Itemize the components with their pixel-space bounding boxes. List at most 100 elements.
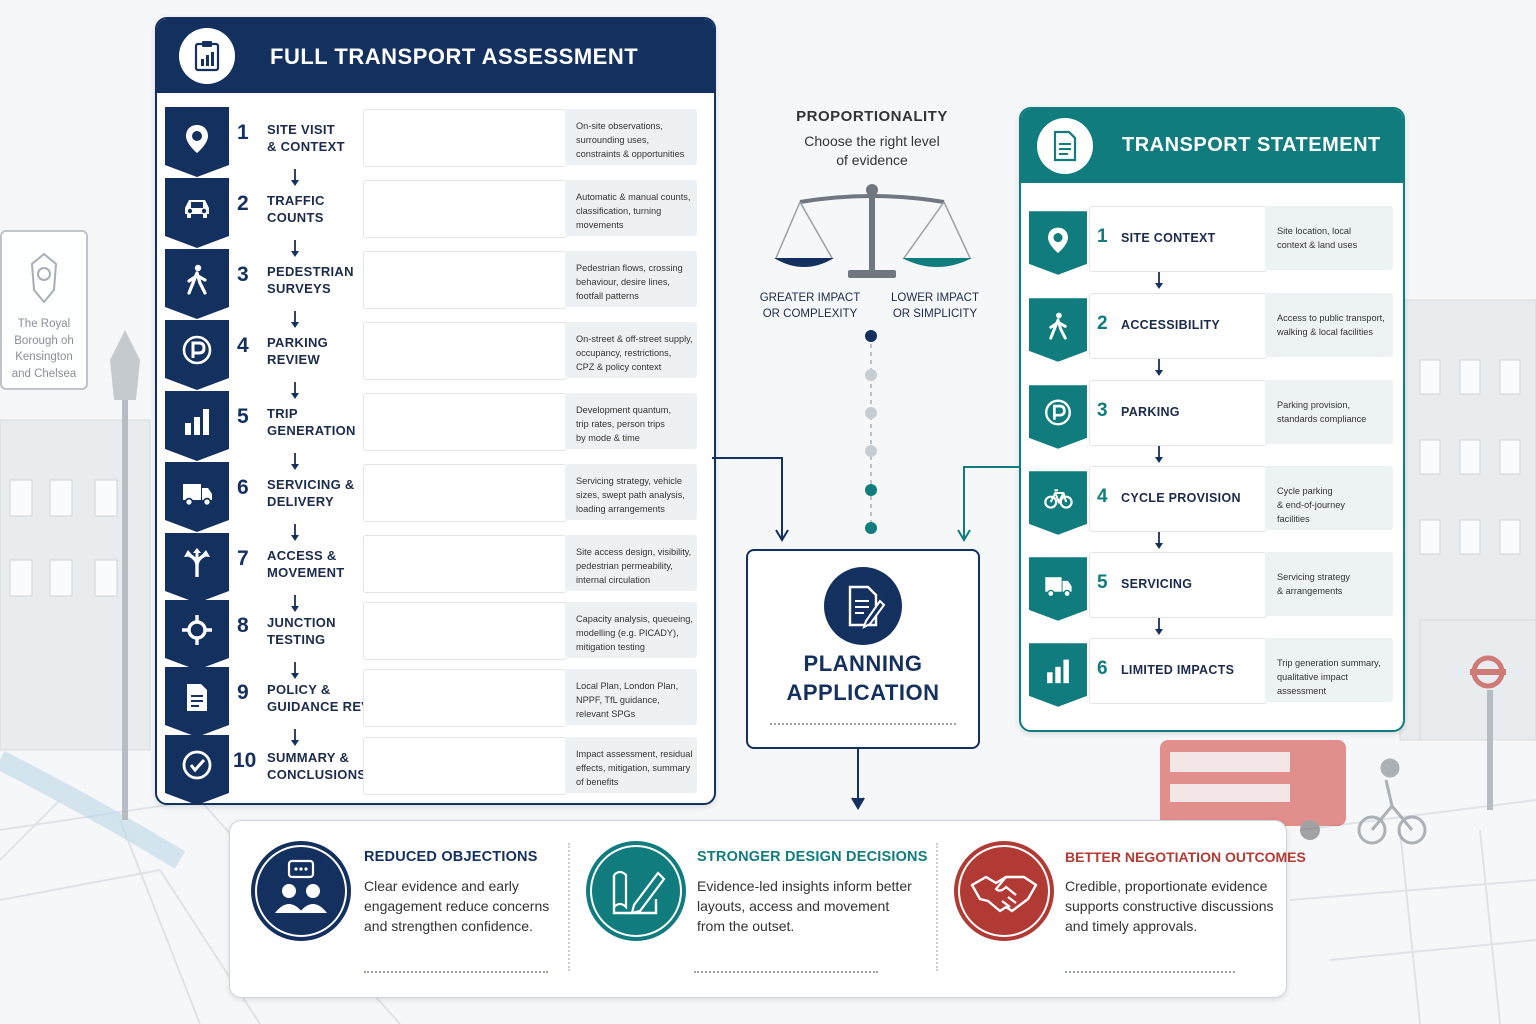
step-number: 6	[1097, 658, 1108, 679]
delivery-truck-icon	[165, 462, 229, 532]
bar-chart-icon	[1029, 638, 1087, 712]
step-number: 3	[237, 263, 249, 286]
step-label: TRAFFIC COUNTS	[267, 193, 325, 225]
check-circle-icon	[165, 735, 229, 803]
document-pen-icon	[824, 567, 902, 645]
lower-impact-label: LOWER IMPACT OR SIMPLICITY	[891, 292, 979, 320]
crest-label: The Royal Borough oh Kensington and Chel…	[11, 318, 77, 380]
flow-arrow	[290, 524, 300, 542]
flow-arrow	[290, 662, 300, 680]
benefit-text-design: Evidence-led insights inform better layo…	[697, 878, 912, 934]
step-description: Trip generation summary, qualitative imp…	[1277, 658, 1381, 696]
step-number: 10	[233, 749, 257, 772]
benefit-text-objections: Clear evidence and early engagement redu…	[364, 878, 550, 934]
bar-chart-icon	[165, 391, 229, 461]
step-blank-field	[363, 109, 567, 167]
step-description: Site access design, visibility, pedestri…	[576, 547, 692, 585]
step-label: ACCESS & MOVEMENT	[267, 548, 345, 580]
flow-arrow	[290, 311, 300, 329]
step-number: 5	[237, 405, 249, 428]
benefit-divider	[1065, 971, 1235, 973]
step-label: SERVICING & DELIVERY	[267, 477, 355, 509]
step-description: Servicing strategy & arrangements	[1277, 572, 1351, 596]
people-chat-icon	[251, 841, 351, 941]
step-number: 7	[237, 547, 249, 570]
step-label: SITE CONTEXT	[1121, 231, 1216, 245]
clipboard-chart-icon	[179, 28, 235, 84]
step-label: SERVICING	[1121, 577, 1193, 591]
transport-statement-header: TRANSPORT STATEMENT	[1021, 109, 1403, 183]
document-icon	[165, 667, 229, 737]
step-description: Parking provision, standards compliance	[1277, 400, 1367, 424]
step-number: 4	[237, 334, 249, 357]
step-number: 4	[1097, 486, 1108, 507]
benefit-title-design: STRONGER DESIGN DECISIONS	[697, 849, 928, 865]
balance-scale-icon	[774, 184, 972, 278]
step-description: Capacity analysis, queueing, modelling (…	[576, 614, 693, 652]
step-description: Automatic & manual counts, classificatio…	[576, 192, 691, 230]
step-label: LIMITED IMPACTS	[1121, 663, 1235, 677]
step-label: PARKING REVIEW	[267, 335, 329, 367]
step-description: Servicing strategy, vehicle sizes, swept…	[576, 476, 685, 514]
step-description: Access to public transport, walking & lo…	[1277, 313, 1385, 337]
step-description-box: Pedestrian flows, crossing behaviour, de…	[565, 251, 697, 307]
flow-arrow	[290, 169, 300, 187]
step-label: SUMMARY & CONCLUSIONS	[267, 750, 367, 782]
step-blank-field	[363, 180, 567, 238]
proportionality-title: PROPORTIONALITY	[796, 108, 948, 125]
pedestrian-icon	[165, 249, 229, 319]
step-number: 9	[237, 681, 249, 704]
greater-impact-label: GREATER IMPACT OR COMPLEXITY	[759, 292, 861, 320]
step-description-box: Site access design, visibility, pedestri…	[565, 535, 697, 591]
assessment-step: 5 TRIP GENERATION Development quantum, tri…	[165, 391, 697, 461]
step-number: 5	[1097, 572, 1108, 593]
step-label: SITE VISIT & CONTEXT	[267, 122, 345, 154]
step-description-box: Local Plan, London Plan, NPPF, TfL guida…	[565, 669, 697, 725]
benefit-separator	[568, 843, 570, 971]
step-number: 3	[1097, 400, 1108, 421]
step-description-box: On-street & off-street supply, occupancy…	[565, 322, 697, 378]
step-description: Pedestrian flows, crossing behaviour, de…	[576, 263, 683, 301]
flow-arrow	[290, 382, 300, 400]
flow-arrow	[290, 729, 300, 747]
benefit-separator	[936, 843, 938, 971]
step-blank-field	[363, 737, 567, 795]
step-description: Cycle parking & end-of-journey facilitie…	[1277, 486, 1345, 524]
location-pin-icon	[165, 107, 229, 177]
proportionality-dotted-scale	[865, 330, 877, 536]
step-description-box: Development quantum, trip rates, person …	[565, 393, 697, 449]
flow-arrow	[290, 453, 300, 471]
assessment-step: 7 ACCESS & MOVEMENT Site access design, vi…	[165, 533, 697, 603]
step-blank-field	[1089, 293, 1267, 359]
step-blank-field	[363, 535, 567, 593]
location-pin-icon	[1029, 206, 1087, 280]
step-description-box: Servicing strategy, vehicle sizes, swept…	[565, 464, 697, 520]
car-icon	[165, 178, 229, 248]
step-description-box: Site location, local context & land uses	[1265, 206, 1393, 270]
parking-icon	[165, 320, 229, 390]
bicycle-icon	[1029, 466, 1087, 540]
step-blank-field	[1089, 466, 1267, 532]
step-blank-field	[363, 393, 567, 451]
step-description: Local Plan, London Plan, NPPF, TfL guida…	[576, 681, 679, 719]
step-description-box: Impact assessment, residual effects, mit…	[565, 737, 697, 793]
benefit-text-negotiation: Credible, proportionate evidence support…	[1065, 878, 1274, 934]
step-blank-field	[363, 251, 567, 309]
flow-arrow	[1154, 359, 1164, 377]
step-description-box: Trip generation summary, qualitative imp…	[1265, 638, 1393, 702]
step-label: TRIP GENERATION	[267, 406, 356, 438]
flow-arrow	[290, 595, 300, 613]
step-description-box: Parking provision, standards compliance	[1265, 380, 1393, 444]
step-blank-field	[1089, 380, 1267, 446]
step-blank-field	[1089, 638, 1267, 704]
junction-icon	[165, 600, 229, 670]
step-label: PARKING	[1121, 405, 1180, 419]
